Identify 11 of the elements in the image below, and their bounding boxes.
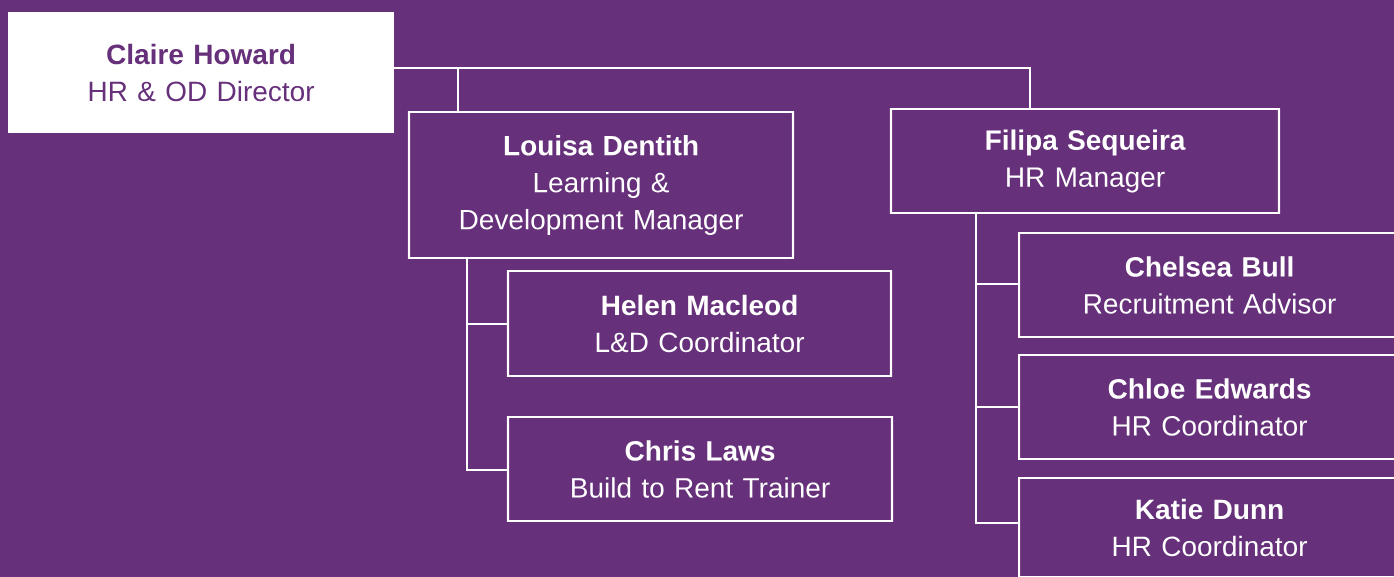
- connector-line: [393, 67, 1031, 109]
- manager-box: Claire Howard HR & OD Director: [8, 12, 394, 133]
- employee-box: Chloe Edwards HR Coordinator: [1017, 353, 1394, 461]
- employee-box: Filipa Sequeira HR Manager: [889, 107, 1281, 215]
- employee-box: Chris Laws Build to Rent Trainer: [506, 415, 894, 523]
- employee-box: Louisa Dentith Learning & Development Manager: [407, 110, 795, 260]
- connector-line: [466, 258, 508, 471]
- connector-line: [975, 213, 1019, 524]
- employee-box: Helen Macleod L&D Coordinator: [506, 269, 893, 378]
- employee-box: Katie Dunn HR Coordinator: [1017, 476, 1394, 577]
- employee-box: Chelsea Bull Recruitment Advisor: [1017, 231, 1394, 339]
